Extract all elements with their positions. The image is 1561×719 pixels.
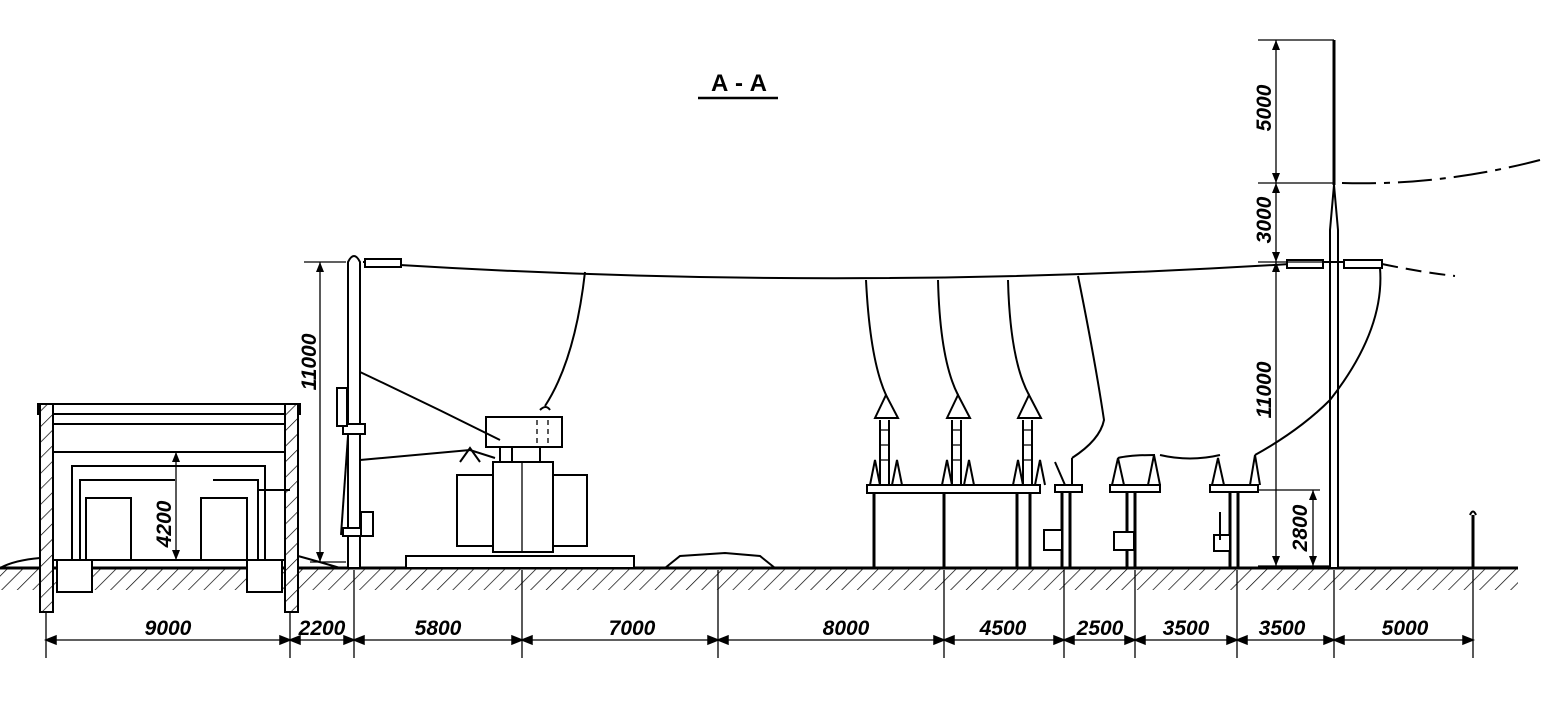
dim-label-4: 8000 — [823, 617, 870, 640]
dim-right-top: 5000 — [1253, 84, 1276, 131]
dim-label-9: 5000 — [1382, 617, 1429, 640]
section-title: А - А — [698, 70, 778, 100]
horizontal-dimensions: 9000 2200 5800 7000 8000 4500 2500 3500 … — [43, 570, 1476, 658]
dim-label-8: 3500 — [1259, 617, 1306, 640]
dim-right-low: 2800 — [1289, 504, 1312, 552]
dim-right-height: 11000 — [1253, 361, 1276, 418]
apparatus-stand-1 — [866, 484, 1041, 568]
dim-label-2: 5800 — [415, 617, 462, 640]
dim-left-height: 11000 — [298, 333, 321, 390]
apparatus-stand-2 — [1043, 275, 1261, 568]
dim-label-5: 4500 — [979, 617, 1027, 640]
control-building — [37, 403, 301, 613]
dim-label-0: 9000 — [145, 617, 192, 640]
dim-label-6: 2500 — [1076, 617, 1124, 640]
vertical-dimensions: 11000 4200 5000 3000 11000 2800 — [153, 39, 1334, 567]
arresters — [865, 279, 1046, 486]
power-transformer — [359, 271, 635, 569]
ground — [0, 555, 1518, 590]
dim-label-7: 3500 — [1163, 617, 1210, 640]
right-portal-mast — [1254, 40, 1541, 569]
cable-channel — [664, 551, 776, 569]
dim-right-mid: 3000 — [1253, 196, 1276, 243]
section-title-text: А - А — [711, 70, 767, 97]
dim-building-height: 4200 — [153, 500, 176, 548]
dim-label-3: 7000 — [609, 617, 656, 640]
left-portal-post — [336, 255, 402, 569]
busbar-wire — [399, 263, 1291, 280]
dim-label-1: 2200 — [298, 617, 346, 640]
